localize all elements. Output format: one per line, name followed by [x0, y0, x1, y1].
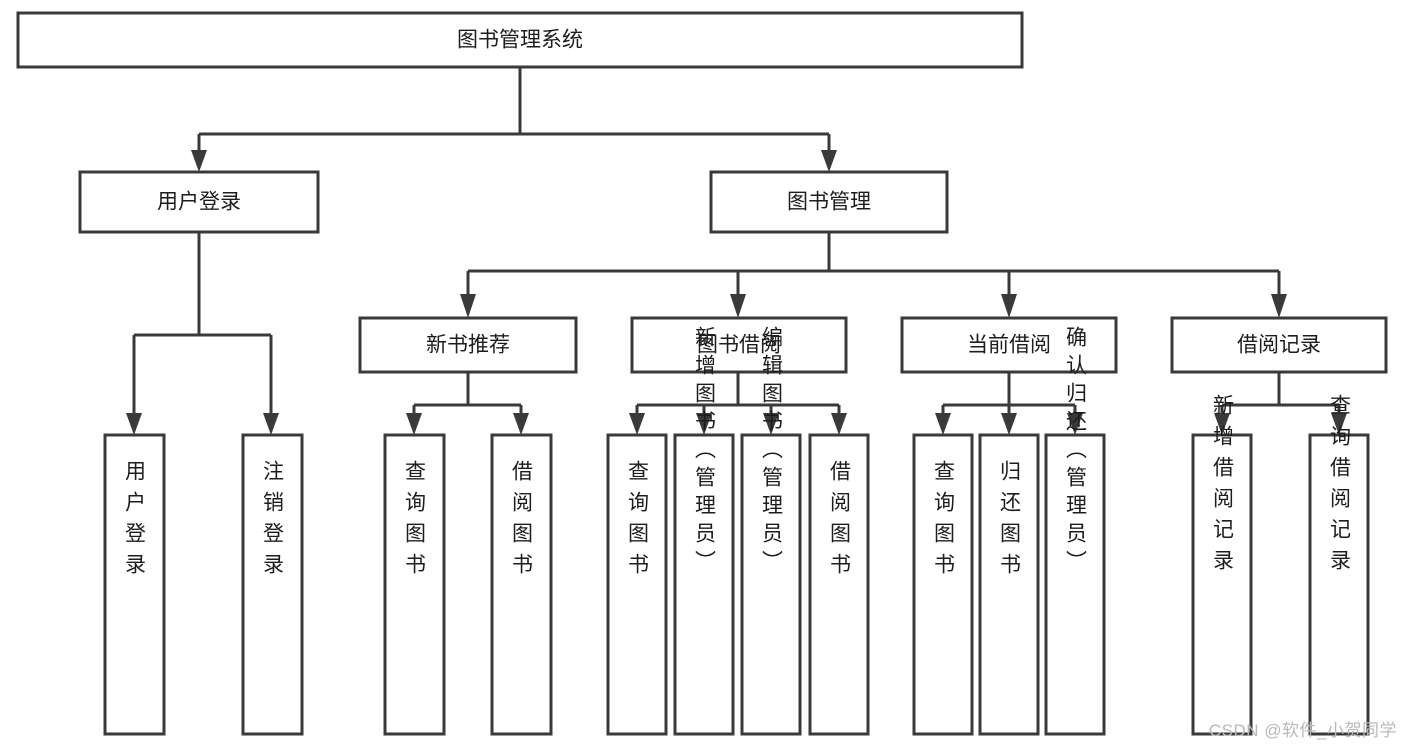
- node-leaf-edit-book[interactable]: 编辑图书（管理员）: [740, 326, 802, 736]
- arrow-head-leaf-user-login: [126, 413, 142, 435]
- node-leaf-query-book-1-label: 查询图书: [403, 460, 427, 584]
- node-leaf-confirm-return[interactable]: 确认归还（管理员）: [1044, 326, 1106, 736]
- node-borrow-record-box[interactable]: [1170, 316, 1388, 374]
- node-leaf-borrow-book-1-box[interactable]: [490, 433, 553, 736]
- node-book-borrow-box[interactable]: [630, 316, 848, 374]
- node-leaf-confirm-return-box[interactable]: [1044, 433, 1106, 736]
- arrow-head-br-leaf-2: [1331, 413, 1347, 435]
- node-book-borrow-label: 图书借阅: [697, 334, 781, 357]
- node-leaf-query-record-box[interactable]: [1308, 433, 1370, 736]
- node-leaf-query-book-1-box[interactable]: [383, 433, 446, 736]
- node-book-manage[interactable]: 图书管理: [709, 170, 949, 234]
- arrow-head-bb-leaf-1: [629, 413, 645, 435]
- node-leaf-user-login-box[interactable]: [103, 433, 166, 736]
- node-book-manage-box[interactable]: [709, 170, 949, 234]
- arrow-head-nbr-leaf-2: [513, 413, 529, 435]
- node-borrow-record[interactable]: 借阅记录: [1170, 316, 1388, 374]
- node-leaf-add-record[interactable]: 新增借阅记录: [1191, 394, 1253, 736]
- arrow-head-bb-leaf-4: [831, 413, 847, 435]
- node-root[interactable]: 图书管理系统: [16, 11, 1024, 69]
- node-leaf-return-book[interactable]: 归还图书: [978, 433, 1040, 736]
- node-current-borrow-label: 当前借阅: [967, 334, 1051, 357]
- node-root-label: 图书管理系统: [457, 29, 583, 52]
- node-leaf-query-book-2-label: 查询图书: [626, 460, 650, 584]
- arrow-head-new-book-rec: [460, 294, 476, 318]
- node-leaf-user-login[interactable]: 用户登录: [103, 433, 166, 736]
- node-new-book-rec-box[interactable]: [358, 316, 578, 374]
- node-leaf-edit-book-label: 编辑图书（管理员）: [760, 326, 784, 578]
- node-leaf-query-book-3[interactable]: 查询图书: [912, 433, 974, 736]
- arrow-head-book-borrow: [730, 294, 746, 318]
- node-new-book-rec[interactable]: 新书推荐: [358, 316, 578, 374]
- node-leaf-query-record-label: 查询借阅记录: [1328, 394, 1352, 580]
- node-leaf-query-book-2-box[interactable]: [606, 433, 668, 736]
- node-leaf-borrow-book-2[interactable]: 借阅图书: [808, 433, 870, 736]
- arrow-head-book-manage: [821, 150, 837, 172]
- arrow-head-current-borrow: [1001, 294, 1017, 318]
- node-borrow-record-label: 借阅记录: [1237, 334, 1321, 357]
- node-book-manage-label: 图书管理: [787, 191, 871, 214]
- node-leaf-borrow-book-1-label: 借阅图书: [510, 460, 534, 584]
- node-root-box[interactable]: [16, 11, 1024, 69]
- node-user-login[interactable]: 用户登录: [78, 170, 320, 234]
- node-leaf-add-book[interactable]: 新增图书（管理员）: [673, 326, 735, 736]
- node-leaf-logout-box[interactable]: [241, 433, 304, 736]
- arrow-head-br-leaf-1: [1214, 413, 1230, 435]
- node-leaf-query-book-2[interactable]: 查询图书: [606, 433, 668, 736]
- node-leaf-confirm-return-label: 确认归还（管理员）: [1064, 326, 1088, 578]
- node-leaf-logout[interactable]: 注销登录: [241, 433, 304, 736]
- node-leaf-return-book-label: 归还图书: [998, 460, 1022, 584]
- node-leaf-add-book-box[interactable]: [673, 433, 735, 736]
- arrow-head-cb-leaf-1: [935, 413, 951, 435]
- arrow-head-bb-leaf-3: [763, 413, 779, 435]
- arrow-head-cb-leaf-3: [1067, 413, 1083, 435]
- csdn-watermark: CSDN @软件_小贺同学: [1208, 721, 1397, 740]
- node-leaf-query-book-1[interactable]: 查询图书: [383, 433, 446, 736]
- arrow-head-borrow-record: [1271, 294, 1287, 318]
- node-current-borrow[interactable]: 当前借阅: [900, 316, 1118, 374]
- node-leaf-borrow-book-2-label: 借阅图书: [828, 460, 852, 584]
- connector-layer: [126, 67, 1347, 435]
- node-current-borrow-box[interactable]: [900, 316, 1118, 374]
- node-book-borrow[interactable]: 图书借阅: [630, 316, 848, 374]
- node-leaf-user-login-label: 用户登录: [123, 460, 147, 584]
- node-leaf-edit-book-box[interactable]: [740, 433, 802, 736]
- node-leaf-query-book-3-label: 查询图书: [932, 460, 956, 584]
- node-leaf-borrow-book-2-box[interactable]: [808, 433, 870, 736]
- node-leaf-borrow-book-1[interactable]: 借阅图书: [490, 433, 553, 736]
- arrow-head-nbr-leaf-1: [406, 413, 422, 435]
- node-new-book-rec-label: 新书推荐: [426, 334, 510, 357]
- arrow-head-cb-leaf-2: [1001, 413, 1017, 435]
- arrow-head-user-login: [191, 150, 207, 172]
- arrow-head-leaf-logout: [263, 413, 279, 435]
- arrow-head-bb-leaf-2: [696, 413, 712, 435]
- node-user-login-box[interactable]: [78, 170, 320, 234]
- node-user-login-label: 用户登录: [157, 191, 241, 214]
- node-leaf-query-record[interactable]: 查询借阅记录: [1308, 394, 1370, 736]
- node-leaf-query-book-3-box[interactable]: [912, 433, 974, 736]
- node-leaf-return-book-box[interactable]: [978, 433, 1040, 736]
- node-leaf-add-record-label: 新增借阅记录: [1211, 394, 1235, 580]
- node-leaf-add-record-box[interactable]: [1191, 433, 1253, 736]
- node-leaf-logout-label: 注销登录: [261, 460, 285, 584]
- node-leaf-add-book-label: 新增图书（管理员）: [693, 326, 717, 578]
